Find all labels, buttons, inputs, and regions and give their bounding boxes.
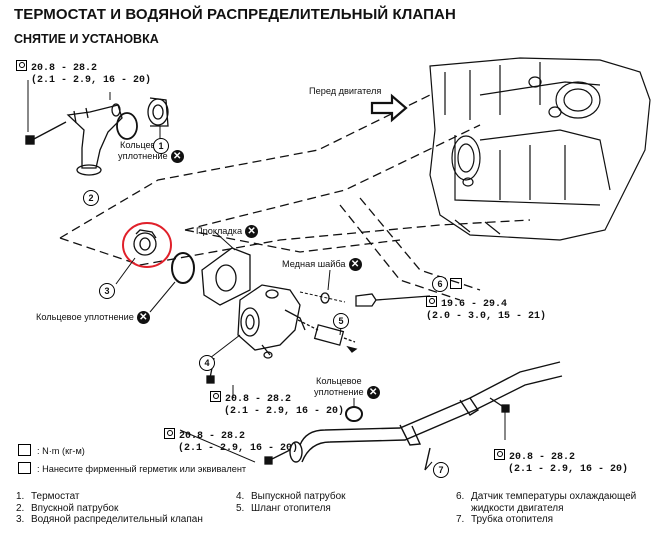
- o-ring-left: [171, 252, 195, 284]
- gasket: [201, 247, 251, 306]
- list-item: 1.Термостат: [16, 491, 80, 502]
- engine-block: [429, 57, 651, 241]
- torque-mid: 20.8 - 28.2 (2.1 - 2.9, 16 - 20): [210, 391, 344, 418]
- o-ring-right-label: Кольцевое уплотнение✕: [314, 376, 380, 399]
- page-title: ТЕРМОСТАТ И ВОДЯНОЙ РАСПРЕДЕЛИТЕЛЬНЫЙ КЛ…: [14, 6, 456, 23]
- callout-6: 6: [432, 276, 448, 292]
- bolt-top-left: [25, 121, 67, 145]
- list-item: 5.Шланг отопителя: [236, 502, 331, 514]
- o-ring-top: [116, 112, 138, 140]
- page-subtitle: СНЯТИЕ И УСТАНОВКА: [14, 32, 159, 46]
- list-item: 2.Впускной патрубок: [16, 502, 119, 514]
- water-outlet: [237, 284, 306, 359]
- torque-sensor: 19.6 - 29.4 (2.0 - 3.0, 15 - 21): [426, 296, 546, 323]
- non-reusable-icon: ✕: [366, 385, 380, 399]
- copper-washer: [320, 292, 330, 304]
- water-valve: [133, 229, 157, 256]
- list-item: 3.Водяной распределительный клапан: [16, 514, 203, 525]
- callout-4: 4: [199, 355, 215, 371]
- highlight-circle: [122, 222, 172, 268]
- gasket-label: Прокладка✕: [196, 225, 259, 238]
- list-item: 6.Датчик температуры охлаждающей жидкост…: [456, 491, 637, 514]
- o-ring-top-label: Кольцевое уплотнение✕: [118, 140, 184, 163]
- temperature-sensor: [355, 293, 431, 307]
- non-reusable-icon: ✕: [170, 149, 184, 163]
- torque-lower-right: 20.8 - 28.2 (2.1 - 2.9, 16 - 20): [494, 449, 628, 476]
- non-reusable-icon: ✕: [245, 225, 259, 238]
- parts-list-col1: 1.Термостат 2.Впускной патрубок 3.Водяно…: [16, 491, 203, 526]
- thermostat: [147, 97, 169, 127]
- torque-lower-left: 20.8 - 28.2 (2.1 - 2.9, 16 - 20): [164, 428, 298, 455]
- callout-2: 2: [83, 190, 99, 206]
- bolt-lower-left: [264, 449, 291, 465]
- legend: : N·m (кг-м) : Нанесите фирменный гермет…: [18, 444, 246, 476]
- torque-icon: [18, 444, 31, 456]
- torque-icon: [210, 391, 221, 402]
- heater-pipe: [289, 361, 563, 471]
- engine-outline: [59, 94, 531, 301]
- sealant-icon: [450, 278, 462, 289]
- front-arrow-icon: [370, 93, 408, 123]
- front-direction-label: Перед двигателя: [309, 86, 382, 96]
- non-reusable-icon: ✕: [348, 258, 362, 271]
- torque-icon: [494, 449, 505, 460]
- torque-icon: [16, 60, 27, 71]
- torque-icon: [164, 428, 175, 439]
- bolt-lower-right: [489, 397, 510, 413]
- sealant-icon: [18, 462, 31, 474]
- copper-washer-label: Медная шайба✕: [282, 258, 362, 271]
- list-item: 7.Трубка отопителя: [456, 514, 554, 525]
- parts-list-col2: 4.Выпускной патрубок 5.Шланг отопителя: [236, 491, 346, 514]
- list-item: 4.Выпускной патрубок: [236, 491, 346, 502]
- torque-top: 20.8 - 28.2 (2.1 - 2.9, 16 - 20): [16, 60, 151, 87]
- callout-1: 1: [153, 138, 169, 154]
- heater-hose: [297, 319, 358, 353]
- callout-3: 3: [99, 283, 115, 299]
- o-ring-left-label: Кольцевое уплотнение✕: [36, 311, 150, 324]
- o-ring-right: [345, 406, 363, 422]
- callout-5: 5: [333, 313, 349, 329]
- inlet-pipe: [66, 103, 123, 176]
- callout-7: 7: [433, 462, 449, 478]
- non-reusable-icon: ✕: [136, 311, 150, 324]
- torque-icon: [426, 296, 437, 307]
- parts-list-col3: 6.Датчик температуры охлаждающей жидкост…: [456, 491, 636, 526]
